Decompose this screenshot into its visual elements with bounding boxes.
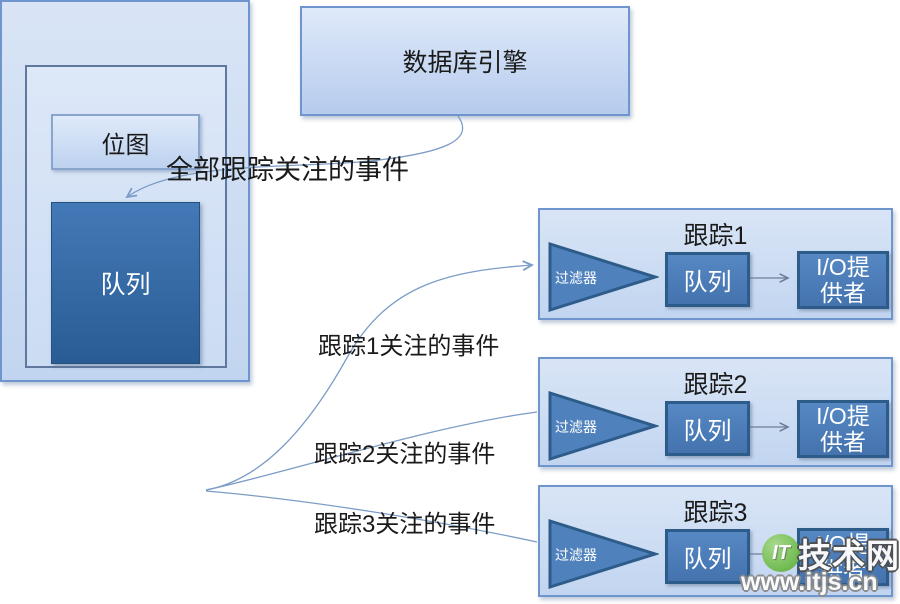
trace2-io-line1: I/O提 [816, 403, 870, 429]
filter-triangle-icon [548, 390, 659, 462]
watermark-site-name: 技术网 [798, 537, 900, 574]
trace2-filter-label: 过滤器 [555, 419, 597, 435]
trace3-queue-box: 队列 [665, 529, 750, 584]
controller-queue-label: 队列 [100, 271, 151, 299]
trace1-io-line2: 供者 [820, 280, 866, 306]
trace1-queue-label: 队列 [683, 269, 732, 296]
trace3-io-line1: I/O提 [816, 531, 870, 557]
trace1-box: 跟踪1 过滤器 队列 I/O提 供者 [538, 208, 893, 320]
trace1-io-provider-box: I/O提 供者 [797, 251, 889, 309]
trace2-box: 跟踪2 过滤器 队列 I/O提 供者 [538, 357, 893, 467]
trace-controller-box: 跟踪控制器 位图 队列 [0, 0, 510, 382]
trace2-io-provider-box: I/O提 供者 [797, 400, 889, 458]
trace3-queue-label: 队列 [683, 546, 732, 573]
watermark: IT 技术网 www.itjs.cn [740, 518, 900, 604]
database-engine-label: 数据库引擎 [402, 49, 528, 77]
trace2-queue-label: 队列 [683, 418, 732, 445]
trace3-filter-label: 过滤器 [555, 547, 597, 563]
filter-triangle-icon [548, 518, 659, 590]
trace3-title: 跟踪3 [683, 499, 748, 527]
trace1-io-line1: I/O提 [816, 254, 870, 280]
trace3-io-line2: 供者 [820, 557, 866, 583]
all-events-label: 全部跟踪关注的事件 [166, 155, 409, 185]
controller-inner-box: 位图 队列 [25, 65, 227, 368]
bitmap-label: 位图 [101, 131, 150, 159]
trace2-queue-box: 队列 [665, 401, 750, 456]
watermark-logo-icon: IT [762, 534, 800, 572]
trace2-events-label: 跟踪2关注的事件 [314, 441, 496, 468]
trace2-title: 跟踪2 [683, 371, 748, 399]
trace3-io-provider-box: I/O提 供者 [797, 528, 889, 586]
controller-queue-box: 队列 [51, 202, 200, 364]
filter-triangle-icon [548, 241, 659, 313]
watermark-url: www.itjs.cn [741, 568, 878, 596]
trace3-events-label: 跟踪3关注的事件 [314, 511, 496, 538]
trace2-io-line2: 供者 [820, 429, 866, 455]
trace1-title: 跟踪1 [683, 222, 748, 250]
database-engine-box: 数据库引擎 [300, 6, 630, 116]
trace1-events-label: 跟踪1关注的事件 [318, 333, 500, 360]
trace1-queue-box: 队列 [665, 252, 750, 307]
trace3-box: 跟踪3 过滤器 队列 I/O提 供者 [538, 485, 893, 597]
trace1-filter-label: 过滤器 [555, 270, 597, 286]
